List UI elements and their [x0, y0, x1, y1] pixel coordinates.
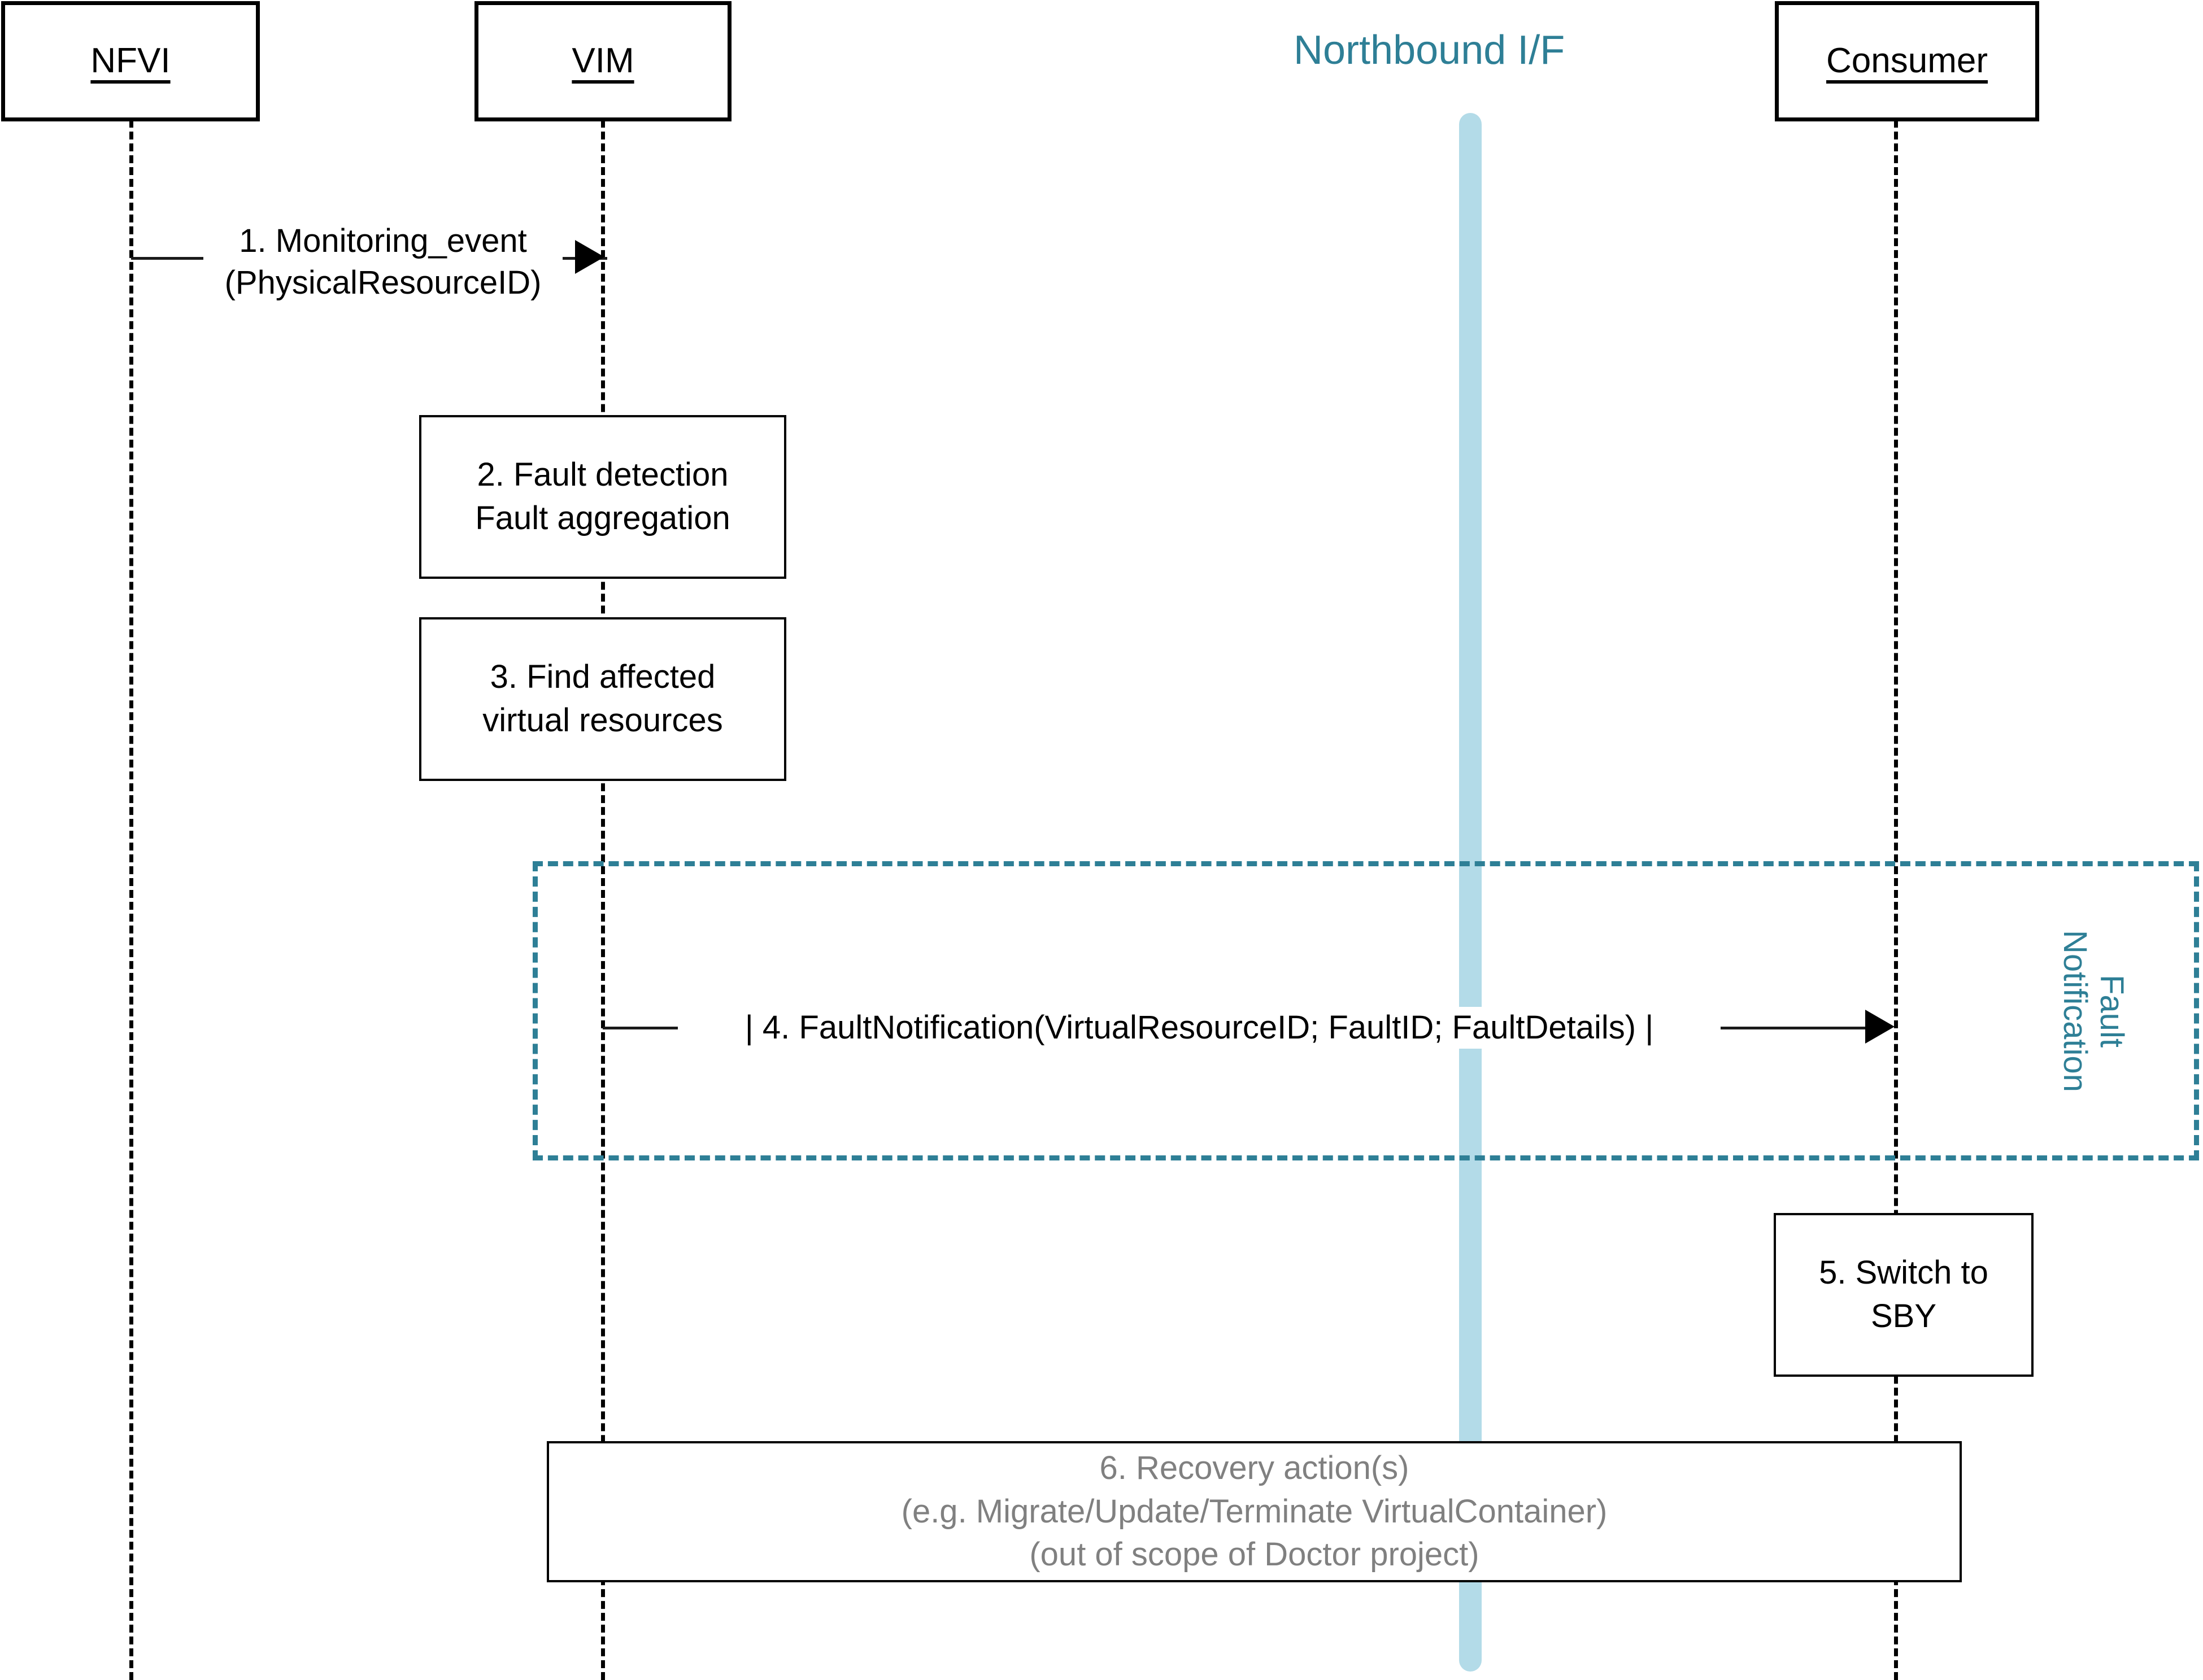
message-line-4 [603, 1027, 682, 1029]
message-line-4-tail [1706, 1027, 1870, 1029]
message-arrowhead-4 [1865, 1010, 1895, 1044]
message-label-4: | 4. FaultNotification(VirtualResourceID… [678, 1007, 1721, 1049]
lifeline-nfvi [129, 120, 133, 1680]
message-arrowhead-1 [575, 240, 604, 274]
process-label-switch-to-sby: 5. Switch to SBY [1819, 1254, 1988, 1334]
actor-box-nfvi[interactable]: NFVI [1, 1, 260, 121]
process-box-fault-detection[interactable]: 2. Fault detection Fault aggregation [419, 415, 786, 579]
message-line-1 [131, 257, 204, 260]
actor-label-vim: VIM [572, 41, 634, 81]
message-label-1: 1. Monitoring_event (PhysicalResourceID) [203, 220, 563, 304]
actor-box-consumer[interactable]: Consumer [1775, 1, 2039, 121]
process-box-find-affected-resources[interactable]: 3. Find affected virtual resources [419, 617, 786, 781]
northbound-interface-bar [1459, 113, 1482, 1672]
lifeline-vim [601, 120, 605, 1680]
actor-label-consumer: Consumer [1826, 41, 1988, 81]
process-label-fault-detection: 2. Fault detection Fault aggregation [475, 456, 730, 536]
process-label-find-affected-resources: 3. Find affected virtual resources [482, 658, 723, 739]
northbound-interface-title: Northbound I/F [1294, 28, 1565, 73]
process-label-recovery-actions: 6. Recovery action(s) (e.g. Migrate/Upda… [901, 1450, 1608, 1573]
process-box-recovery-actions[interactable]: 6. Recovery action(s) (e.g. Migrate/Upda… [547, 1441, 1962, 1582]
fault-notification-frame-label: Fault Notification [2056, 930, 2130, 1092]
actor-label-nfvi: NFVI [90, 41, 171, 81]
lifeline-consumer [1894, 120, 1898, 1680]
actor-box-vim[interactable]: VIM [474, 1, 732, 121]
fault-notification-frame [533, 861, 2199, 1160]
process-box-switch-to-sby[interactable]: 5. Switch to SBY [1774, 1213, 2034, 1377]
